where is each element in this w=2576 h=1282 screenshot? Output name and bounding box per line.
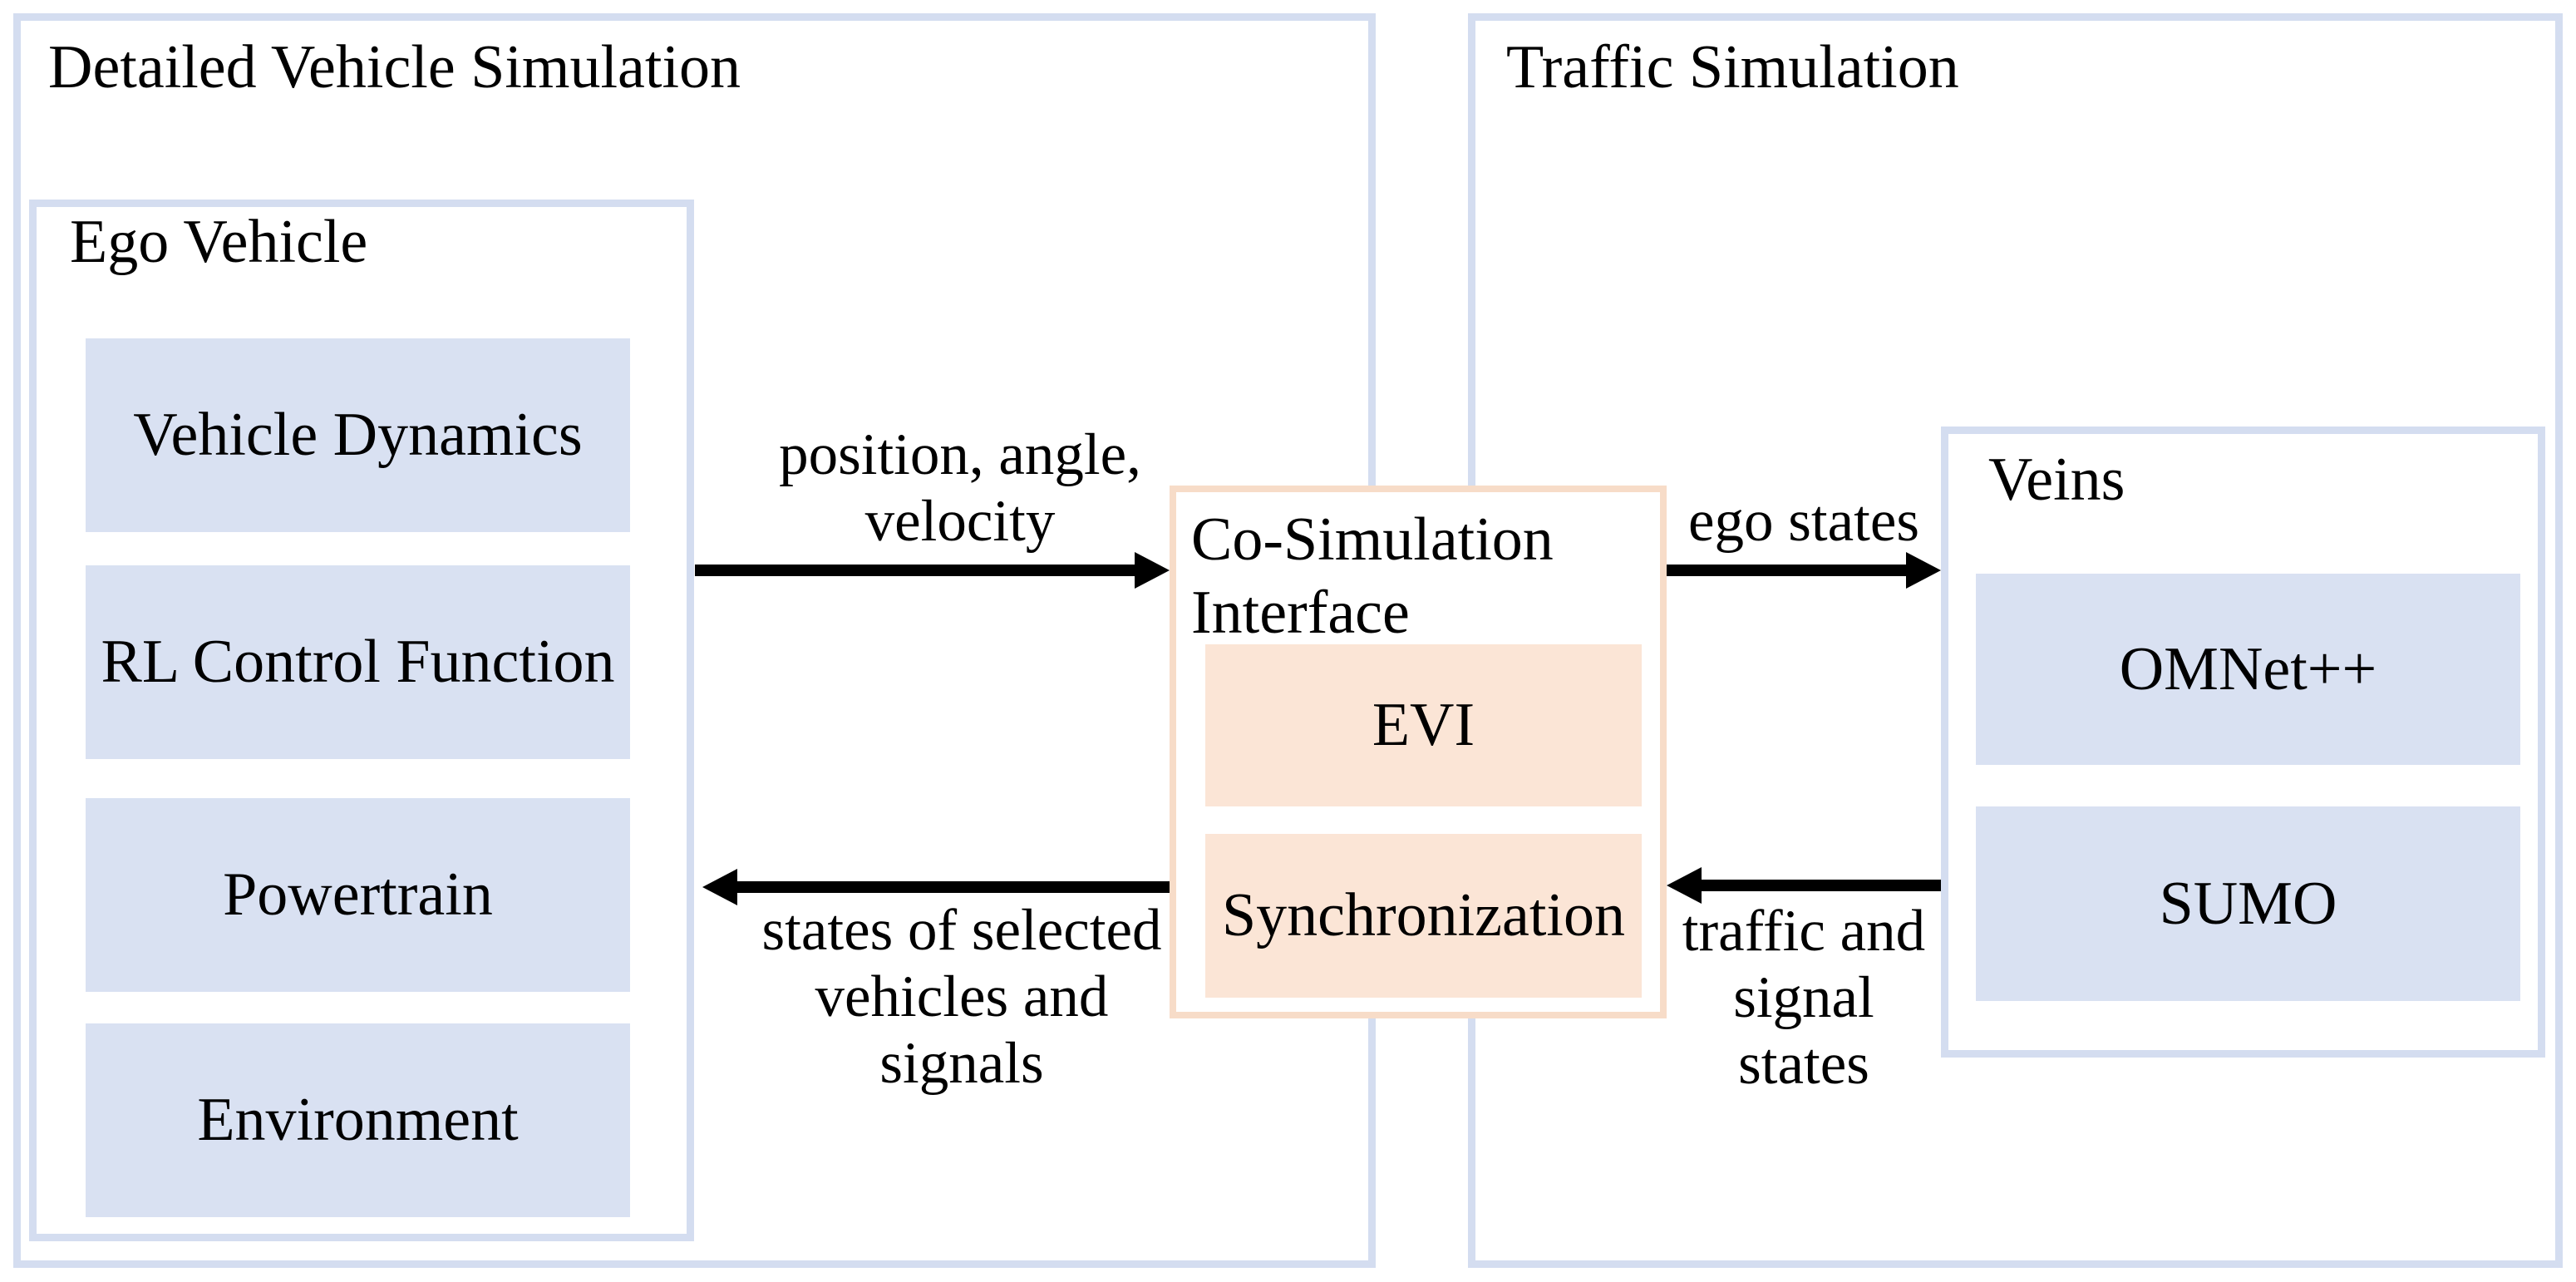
arrowhead-right-icon — [1906, 552, 1941, 589]
arrow-veins-to-cosim — [1667, 867, 1941, 904]
label-ego-states: ego states — [1638, 488, 1970, 555]
traffic-panel-title: Traffic Simulation — [1506, 33, 1959, 101]
omnet-module: OMNet++ — [1976, 574, 2520, 765]
arrow-ego-to-cosim — [695, 552, 1170, 589]
co-simulation-interface-title: Co-Simulation Interface — [1191, 503, 1554, 649]
evi-module: EVI — [1205, 644, 1642, 806]
label-line: signal — [1733, 965, 1874, 1030]
vehicle-dynamics-module: Vehicle Dynamics — [86, 338, 630, 532]
label-line: traffic and — [1682, 899, 1926, 964]
label-line: velocity — [864, 489, 1056, 554]
rl-control-function-module: RL Control Function — [86, 565, 630, 759]
co-simulation-title-line1: Co-Simulation — [1191, 505, 1554, 574]
label-line: ego states — [1687, 489, 1919, 554]
sumo-label: SUMO — [2159, 869, 2337, 938]
arrow-cosim-to-ego — [702, 869, 1170, 905]
powertrain-label: Powertrain — [223, 860, 493, 929]
arrowhead-right-icon — [1135, 552, 1170, 589]
arrow-ego-to-cosim-shaft — [695, 565, 1135, 576]
label-line: states of selected — [761, 898, 1162, 963]
ego-vehicle-title: Ego Vehicle — [70, 208, 368, 276]
arrowhead-left-icon — [1667, 867, 1702, 904]
co-simulation-title-line2: Interface — [1191, 579, 1410, 647]
environment-label: Environment — [197, 1086, 519, 1154]
synchronization-label: Synchronization — [1221, 881, 1625, 949]
label-line: states — [1738, 1032, 1869, 1097]
label-position-angle-velocity: position, angle, velocity — [711, 422, 1209, 555]
veins-title: Veins — [1988, 446, 2125, 514]
arrow-cosim-to-veins-shaft — [1667, 565, 1906, 576]
label-traffic-and-signal-states: traffic and signal states — [1596, 898, 2012, 1097]
label-line: signals — [879, 1031, 1044, 1096]
arrow-cosim-to-veins — [1667, 552, 1941, 589]
label-line: position, angle, — [779, 422, 1141, 487]
rl-control-function-label: RL Control Function — [101, 628, 615, 696]
synchronization-module: Synchronization — [1205, 834, 1642, 998]
sumo-module: SUMO — [1976, 806, 2520, 1001]
evi-label: EVI — [1372, 691, 1475, 759]
powertrain-module: Powertrain — [86, 798, 630, 992]
label-states-of-selected-vehicles: states of selected vehicles and signals — [712, 897, 1211, 1097]
vehicle-dynamics-label: Vehicle Dynamics — [133, 401, 583, 469]
arrow-veins-to-cosim-shaft — [1702, 880, 1941, 891]
arrow-cosim-to-ego-shaft — [737, 881, 1170, 893]
environment-module: Environment — [86, 1023, 630, 1217]
detailed-panel-title: Detailed Vehicle Simulation — [48, 33, 741, 101]
omnet-label: OMNet++ — [2119, 634, 2377, 703]
label-line: vehicles and — [815, 964, 1109, 1029]
arrowhead-left-icon — [702, 869, 737, 905]
